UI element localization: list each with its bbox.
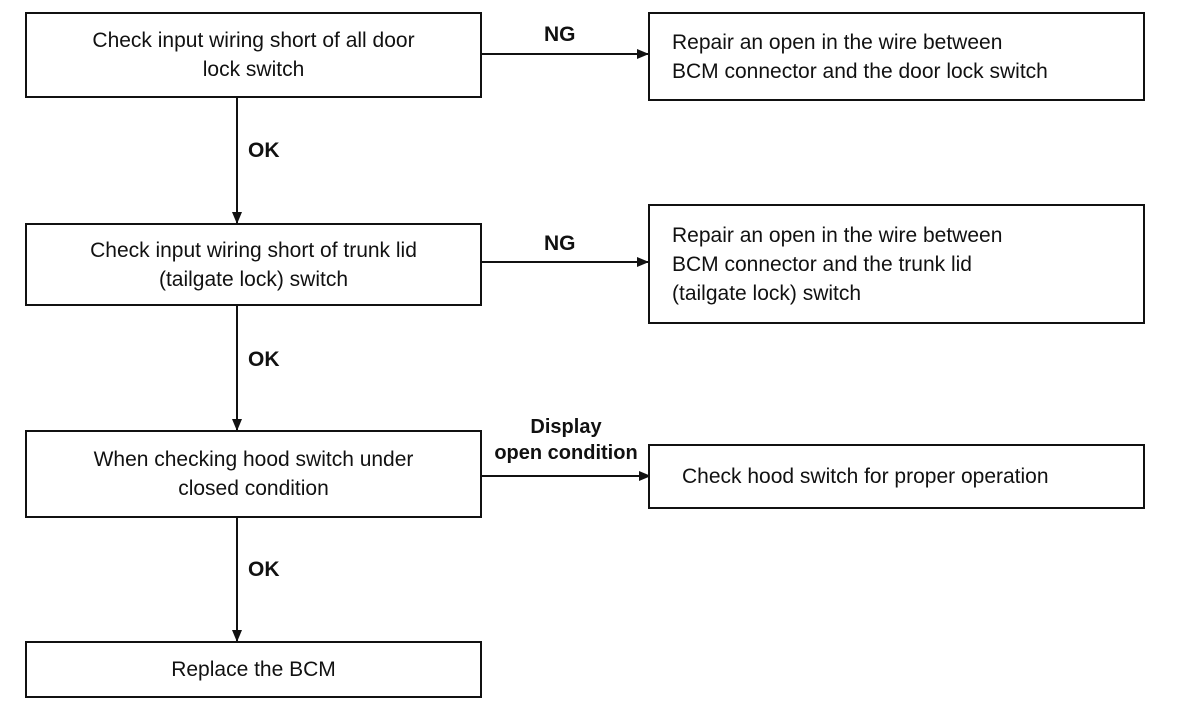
step-check-hood-switch-closed-text: When checking hood switch under closed c… [93,448,414,500]
result-check-hood-switch-text: Check hood switch for proper operation [682,465,1049,488]
result-repair-door-lock-wire-text: Repair an open in the wire between BCM c… [672,30,1048,83]
step-check-trunk-lid-switch: Check input wiring short of trunk lid (t… [25,223,482,306]
step-check-door-lock-switch: Check input wiring short of all door loc… [25,12,482,98]
label-display-open-condition: Display open condition [494,416,638,464]
result-repair-trunk-lid-wire-text: Repair an open in the wire between BCM c… [672,223,1003,305]
result-repair-trunk-lid-wire: Repair an open in the wire between BCM c… [648,204,1145,324]
step-replace-bcm-text: Replace the BCM [171,658,336,681]
result-check-hood-switch: Check hood switch for proper operation [648,444,1145,509]
result-repair-door-lock-wire: Repair an open in the wire between BCM c… [648,12,1145,101]
label-ng-1: NG [544,23,576,46]
label-ng-2: NG [544,232,576,255]
step-check-door-lock-switch-text: Check input wiring short of all door loc… [92,29,415,81]
label-ok-2: OK [248,348,280,371]
label-ok-1: OK [248,139,280,162]
step-replace-bcm: Replace the BCM [25,641,482,698]
label-ok-3: OK [248,558,280,581]
step-check-hood-switch-closed: When checking hood switch under closed c… [25,430,482,518]
step-check-trunk-lid-switch-text: Check input wiring short of trunk lid (t… [90,238,417,291]
